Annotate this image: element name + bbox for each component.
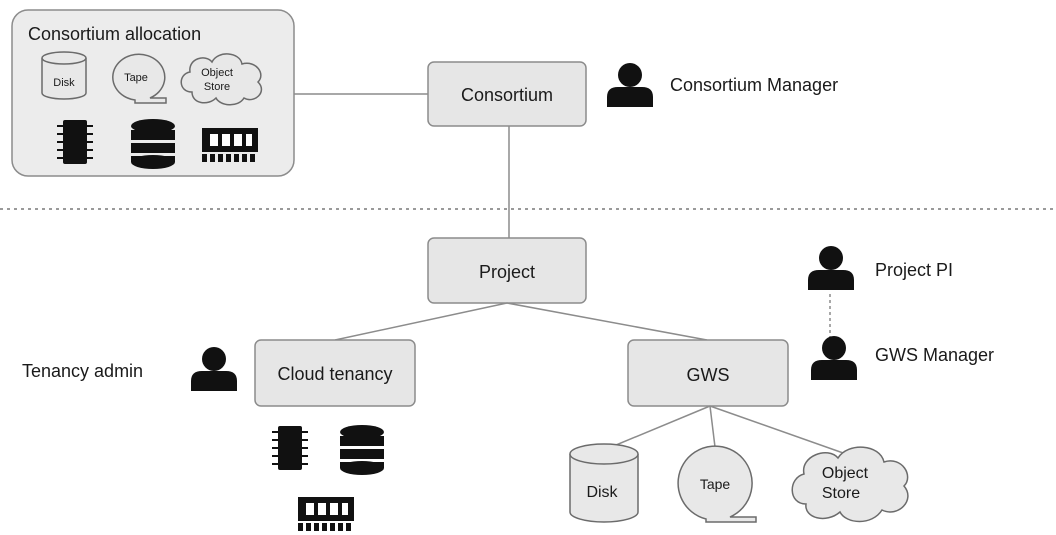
allocation-object-label-2: Store (204, 81, 230, 93)
connector-gws-disk (603, 405, 711, 451)
memory-icon (298, 497, 354, 531)
project-pi-label: Project PI (875, 260, 953, 280)
project-label: Project (479, 262, 535, 282)
gws-object-label-2: Store (822, 485, 860, 502)
connector-project-gws (506, 302, 708, 341)
cloud-icon (791, 446, 909, 523)
person-icon (607, 63, 653, 107)
gws-tape-label: Tape (700, 476, 731, 492)
connector-gws-tape (709, 405, 716, 448)
chip-icon (271, 425, 309, 471)
disk-icon (41, 51, 87, 100)
person-icon (811, 336, 857, 380)
tenancy-admin-label: Tenancy admin (22, 361, 143, 381)
tape-icon (112, 53, 167, 104)
gws-node[interactable] (627, 339, 789, 407)
gws-label: GWS (687, 365, 730, 385)
consortium-node[interactable] (427, 61, 587, 127)
consortium-label: Consortium (461, 85, 553, 105)
database-icon (131, 119, 175, 169)
gws-object-label-1: Object (822, 465, 869, 482)
database-icon (340, 425, 384, 475)
gws-manager-label: GWS Manager (875, 345, 994, 365)
cloud-icon (180, 53, 263, 106)
person-icon (191, 347, 237, 391)
person-icon (808, 246, 854, 290)
connector-project-tenancy (334, 302, 508, 341)
disk-icon (569, 443, 639, 523)
allocation-tape-label: Tape (124, 72, 148, 84)
chip-icon (56, 119, 94, 165)
consortium-allocation-title: Consortium allocation (28, 24, 201, 44)
consortium-manager-label: Consortium Manager (670, 75, 838, 95)
tape-icon (677, 445, 757, 523)
allocation-object-label-1: Object (201, 67, 233, 79)
cloud-tenancy-label: Cloud tenancy (277, 364, 392, 384)
allocation-disk-label: Disk (53, 77, 75, 89)
gws-disk-label: Disk (586, 484, 618, 501)
connector-gws-object (709, 405, 847, 455)
cloud-tenancy-node[interactable] (254, 339, 416, 407)
